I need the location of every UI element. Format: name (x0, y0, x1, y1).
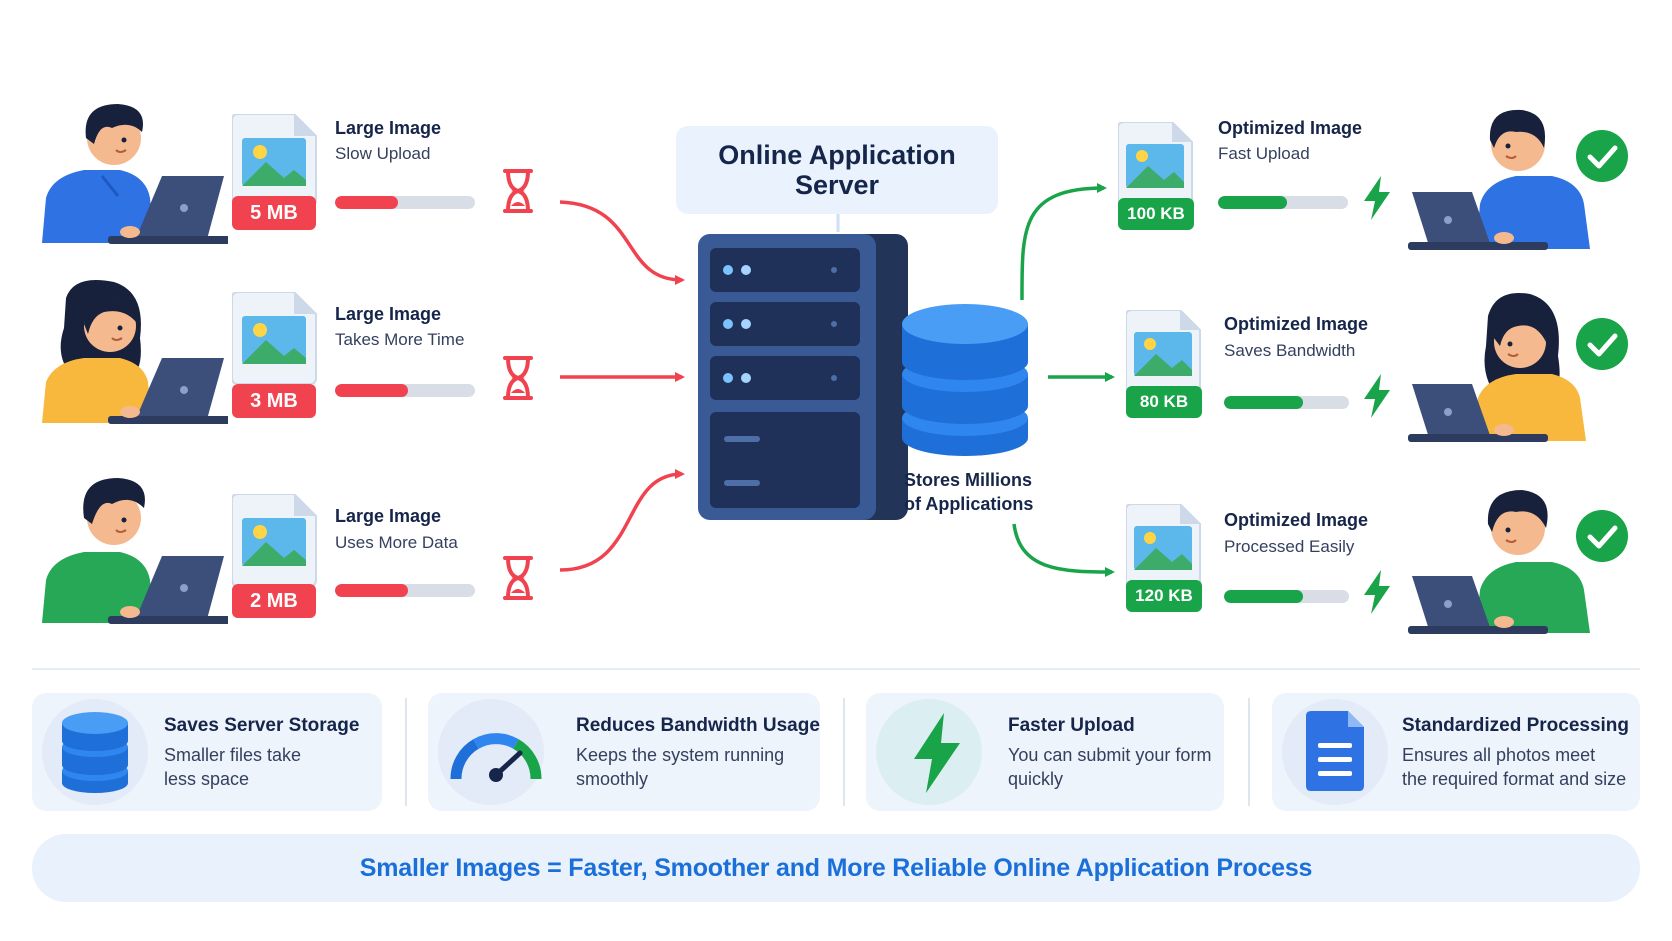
user-avatar-6 (1408, 490, 1590, 634)
benefit-divider-1 (405, 698, 407, 806)
large-size-badge-3: 2 MB (232, 584, 316, 618)
database-label-line1: Stores Millions (904, 470, 1033, 490)
check-icon-1 (1576, 130, 1628, 182)
upload-progress-fill-3 (335, 584, 408, 597)
benefit-card-upload: Faster Upload You can submit your form q… (866, 693, 1224, 811)
optimized-progress-2 (1224, 396, 1349, 409)
benefit-desc-bandwidth: Keeps the system running smoothly (576, 743, 816, 791)
user-avatar-3 (42, 478, 228, 624)
optimized-progress-3 (1224, 590, 1349, 603)
benefit-desc-storage: Smaller files take less space (164, 743, 404, 791)
optimized-image-file-icon-3 (1126, 504, 1201, 588)
optimized-progress-fill-3 (1224, 590, 1303, 603)
hourglass-icon-1 (503, 169, 533, 213)
optimized-image-file-icon-1 (1118, 122, 1193, 206)
arrow-upload-1 (559, 200, 685, 285)
server-title-box: Online Application Server (676, 126, 998, 214)
benefit-desc-line1: You can submit your form (1008, 745, 1212, 765)
upload-progress-fill-1 (335, 196, 398, 209)
user-avatar-5 (1408, 292, 1586, 442)
database-icon (62, 712, 128, 793)
benefit-title-upload: Faster Upload (1008, 715, 1135, 736)
check-icon-2 (1576, 318, 1628, 370)
hourglass-icon-3 (503, 556, 533, 600)
optimized-title-2: Optimized Image (1224, 314, 1369, 334)
database-label-line2: of Applications (904, 494, 1034, 514)
upload-title-2: Large Image (335, 304, 442, 324)
upload-progress-3 (335, 584, 475, 597)
optimized-size-badge-1: 100 KB (1118, 198, 1194, 230)
benefit-desc-processing: Ensures all photos meet the required for… (1402, 743, 1638, 791)
benefit-desc-upload: You can submit your form quickly (1008, 743, 1248, 791)
benefit-card-processing: Standardized Processing Ensures all phot… (1272, 693, 1640, 811)
upload-progress-fill-2 (335, 384, 408, 397)
user-avatar-4 (1408, 109, 1590, 250)
benefit-desc-line1: Smaller files take (164, 745, 302, 765)
footer-banner: Smaller Images = Faster, Smoother and Mo… (32, 834, 1640, 902)
upload-title-3: Large Image (335, 506, 442, 526)
lightning-icon-1 (1364, 176, 1390, 220)
benefit-desc-line2: quickly (1008, 769, 1064, 789)
optimized-progress-fill-2 (1224, 396, 1303, 409)
benefit-title-storage: Saves Server Storage (164, 715, 360, 736)
speedometer-icon (450, 733, 542, 782)
optimized-size-badge-3: 120 KB (1126, 580, 1202, 612)
large-size-badge-1: 5 MB (232, 196, 316, 230)
optimized-size-badge-2: 80 KB (1126, 386, 1202, 418)
optimized-subtitle-1: Fast Upload (1218, 144, 1310, 163)
large-image-file-icon-3 (232, 494, 317, 586)
benefit-card-storage: Saves Server Storage Smaller files take … (32, 693, 382, 811)
upload-progress-1 (335, 196, 475, 209)
hourglass-icon-2 (503, 356, 533, 400)
benefit-desc-line1: Ensures all photos meet (1402, 745, 1596, 765)
optimized-image-file-icon-2 (1126, 310, 1201, 394)
benefit-desc-line2: smoothly (576, 769, 649, 789)
upload-subtitle-1: Slow Upload (335, 144, 431, 163)
section-divider (32, 668, 1640, 670)
benefit-desc-line2: the required format and size (1402, 769, 1627, 789)
server-title-line1: Online Application (718, 140, 956, 170)
benefit-title-processing: Standardized Processing (1402, 715, 1630, 736)
benefit-title-bandwidth: Reduces Bandwidth Usage (576, 715, 820, 736)
large-image-file-icon-1 (232, 114, 317, 206)
database-label: Stores Millions of Applications (904, 468, 1054, 516)
large-size-badge-2: 3 MB (232, 384, 316, 418)
server-title-line2: Server (794, 170, 880, 200)
document-icon (1306, 711, 1364, 791)
lightning-icon (914, 713, 960, 793)
user-avatar-2 (42, 280, 228, 424)
upload-progress-2 (335, 384, 475, 397)
lightning-icon-2 (1364, 374, 1390, 418)
arrow-opt-1 (1020, 183, 1107, 301)
large-image-file-icon-2 (232, 292, 317, 384)
optimized-progress-fill-1 (1218, 196, 1287, 209)
optimized-progress-1 (1218, 196, 1348, 209)
benefit-desc-line1: Keeps the system running (576, 745, 785, 765)
optimized-subtitle-2: Saves Bandwidth (1224, 341, 1356, 360)
server-rack-icon (698, 234, 908, 520)
benefit-divider-2 (843, 698, 845, 806)
benefit-card-bandwidth: Reduces Bandwidth Usage Keeps the system… (428, 693, 820, 811)
upload-title-1: Large Image (335, 118, 442, 138)
check-icon-3 (1576, 510, 1628, 562)
optimized-title-3: Optimized Image (1224, 510, 1369, 530)
upload-subtitle-2: Takes More Time (335, 330, 465, 349)
user-avatar-1 (42, 104, 228, 244)
optimized-title-1: Optimized Image (1218, 118, 1363, 138)
database-icon (902, 304, 1028, 456)
benefit-desc-line2: less space (164, 769, 250, 789)
arrow-upload-3 (559, 469, 685, 572)
upload-subtitle-3: Uses More Data (335, 533, 458, 552)
footer-text: Smaller Images = Faster, Smoother and Mo… (359, 853, 1313, 882)
optimized-subtitle-3: Processed Easily (1224, 537, 1355, 556)
arrow-opt-3 (1012, 523, 1115, 577)
benefit-divider-3 (1248, 698, 1250, 806)
lightning-icon-3 (1364, 570, 1390, 614)
